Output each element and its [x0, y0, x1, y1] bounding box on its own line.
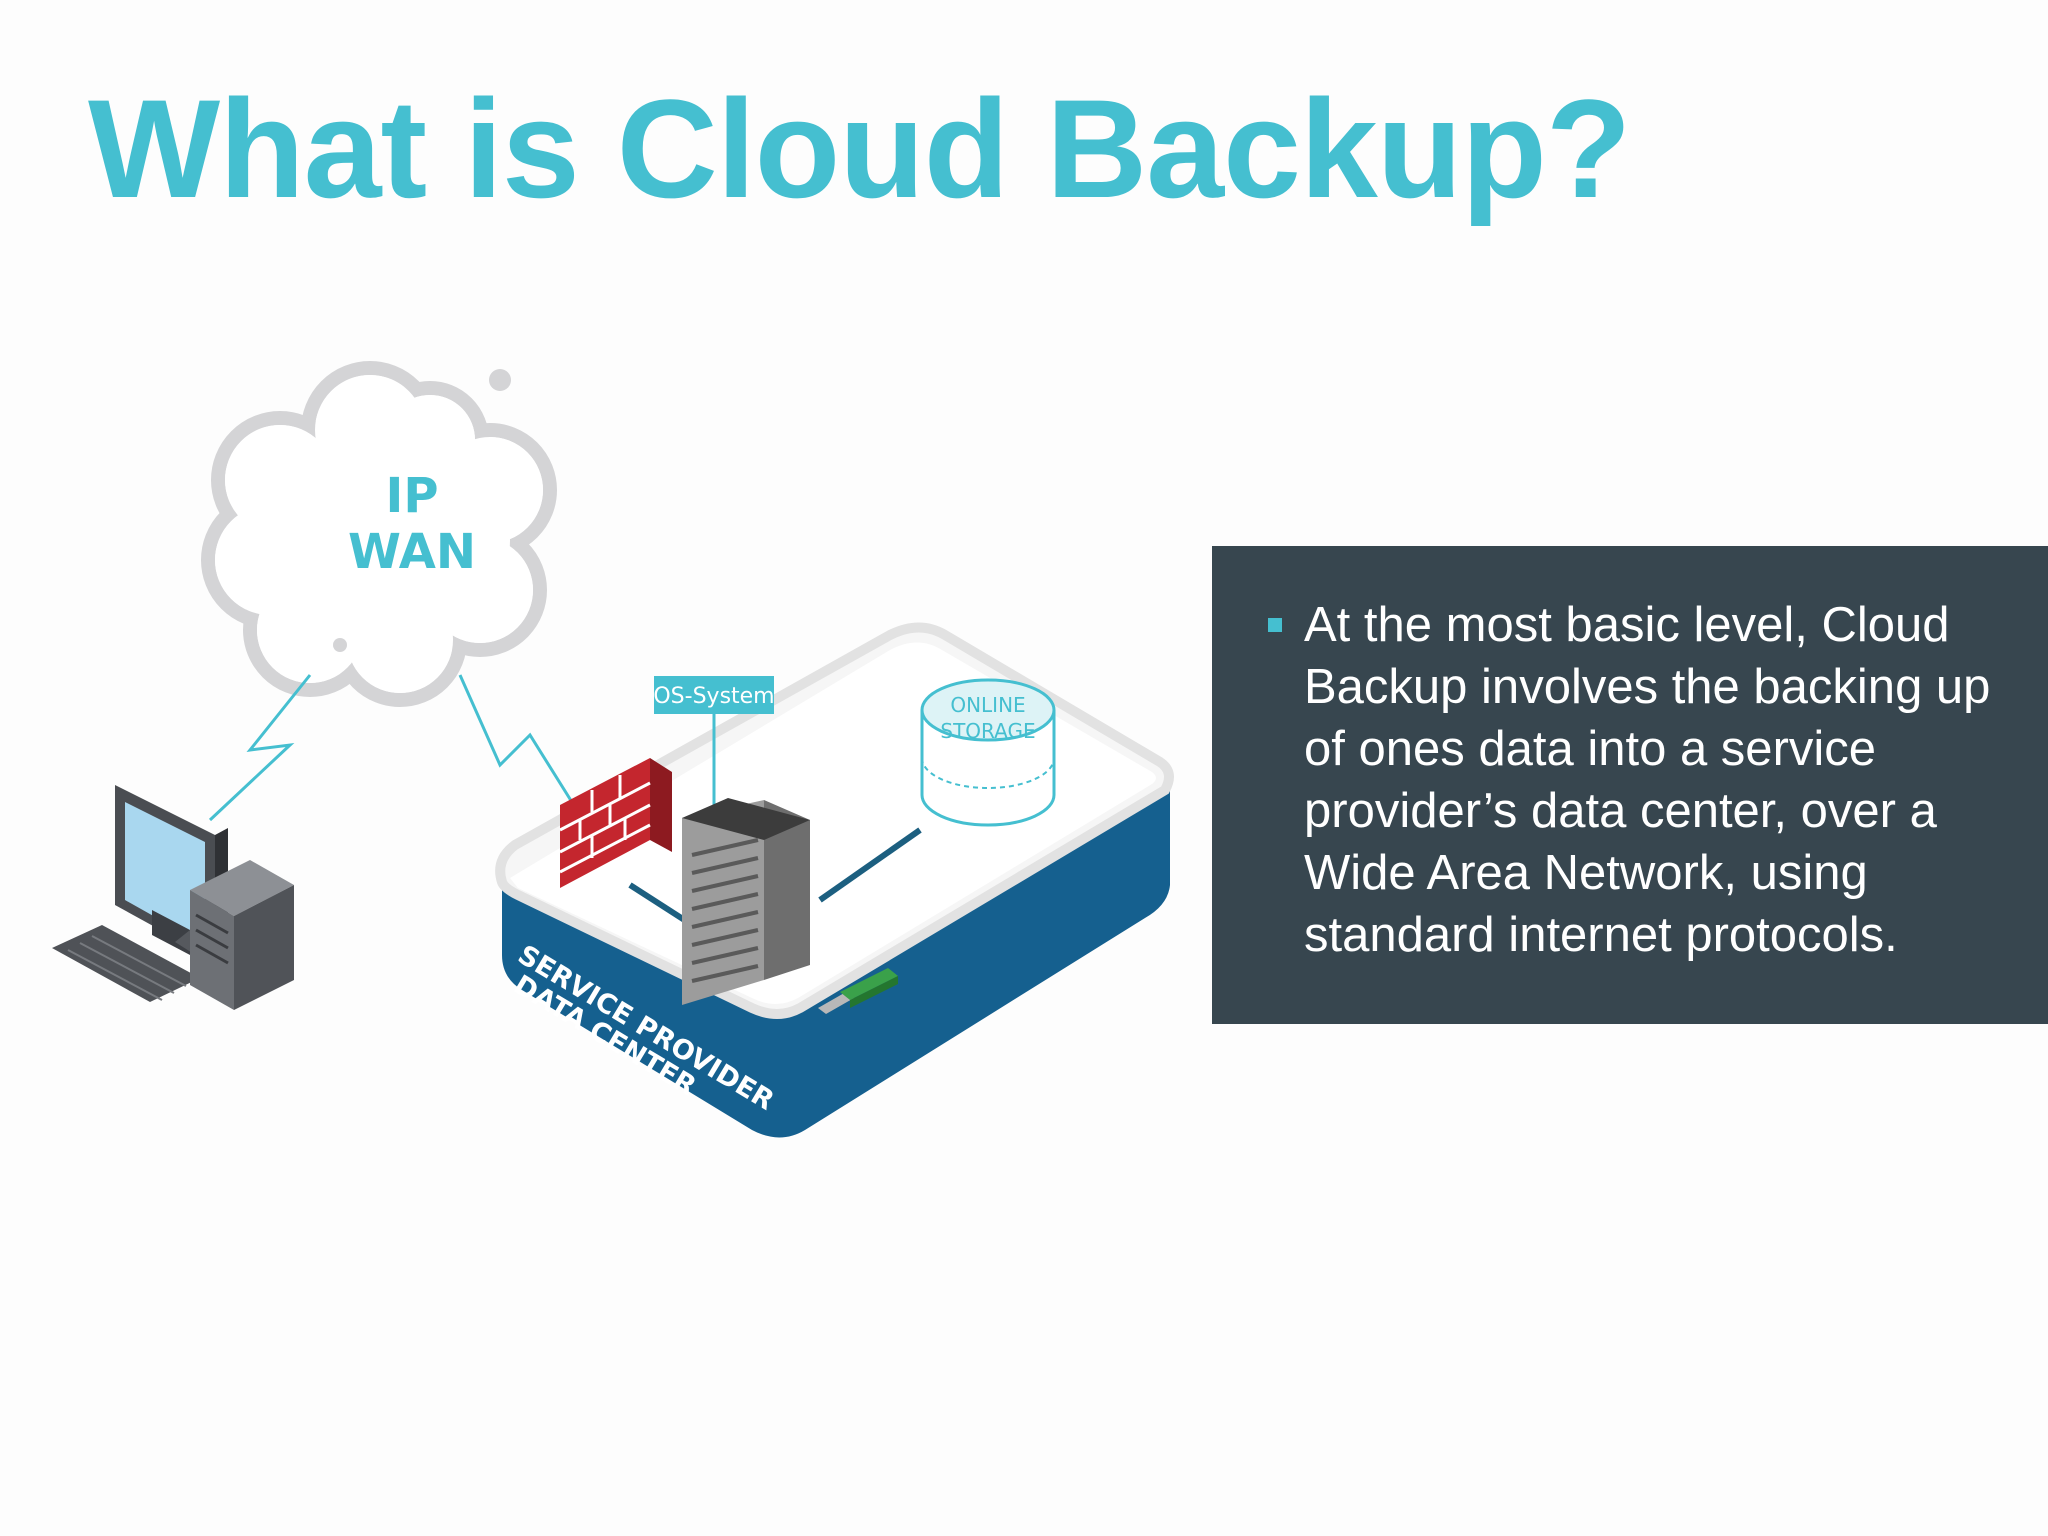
server-icon [682, 798, 810, 1005]
computer-icon [52, 785, 294, 1010]
cloud-icon [201, 361, 557, 707]
lightning-bolt-icon [208, 674, 582, 822]
slide-title: What is Cloud Backup? [88, 70, 1631, 227]
online-storage-label-line2: STORAGE [940, 719, 1035, 743]
firewall-icon [559, 758, 672, 888]
cloud-backup-diagram: IP WAN SERVICE PROVIDER DATA CENTER [40, 340, 1220, 1200]
cloud-label-ip: IP [385, 468, 438, 524]
online-storage-label-line1: ONLINE [950, 693, 1025, 717]
bullet-text: At the most basic level, Cloud Backup in… [1304, 598, 1991, 962]
usb-drive-icon [818, 968, 898, 1014]
bullet-item: At the most basic level, Cloud Backup in… [1268, 594, 2024, 966]
os-system-tag [654, 676, 774, 810]
cloud-label-wan: WAN [348, 524, 476, 580]
storage-icon [920, 678, 1056, 827]
os-system-label: OS-System [653, 684, 774, 709]
service-provider-platform [495, 622, 1174, 1138]
info-panel: At the most basic level, Cloud Backup in… [1212, 546, 2048, 1024]
bullet-marker-icon [1268, 618, 1282, 632]
